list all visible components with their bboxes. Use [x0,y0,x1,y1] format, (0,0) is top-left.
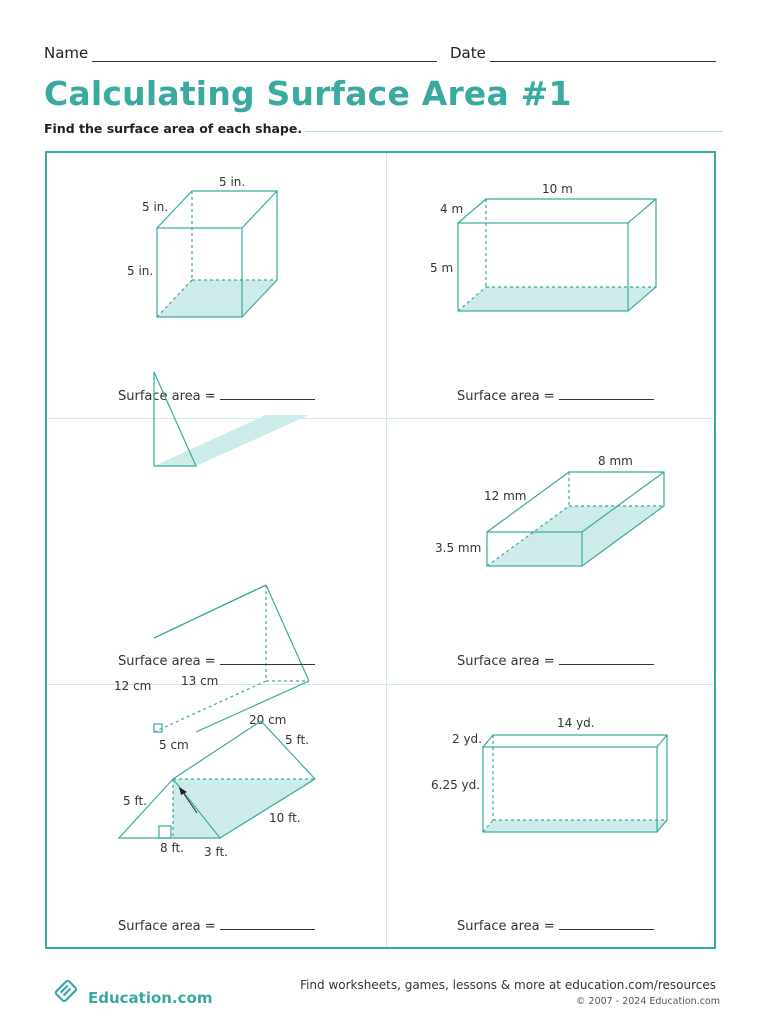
answer-blank[interactable] [558,653,654,665]
flat-prism-figure: 8 mm 12 mm 3.5 mm [435,454,665,567]
isosceles-prism-figure: 5 ft. 5 ft. 10 ft. 8 ft. 3 ft. [117,720,316,859]
dimension-label: 8 ft. [160,841,184,855]
answer-label: Surface area = [118,654,216,669]
answer-line: Surface area = [457,653,654,669]
dimension-label: 10 ft. [269,811,301,825]
answer-blank[interactable] [558,388,654,400]
answer-line: Surface area = [118,918,315,934]
date-label: Date [450,44,486,62]
problem-6: 14 yd. 2 yd. 6.25 yd. Surface area = [386,685,725,951]
dimension-label: 5 in. [142,200,168,214]
dimension-label: 8 mm [598,454,633,468]
date-field[interactable] [490,61,716,62]
answer-label: Surface area = [457,389,555,404]
dimension-label: 3.5 mm [435,541,481,555]
problem-1: 5 in. 5 in. 5 in. Surface area = [47,153,386,419]
grid-divider-horizontal [47,684,714,685]
dimension-label: 10 m [542,182,573,196]
answer-blank[interactable] [558,918,654,930]
grid-divider-horizontal [47,418,714,419]
answer-blank[interactable] [219,388,315,400]
problem-3: 12 cm 13 cm 20 cm 5 cm Surface area = [47,371,386,752]
instructions-rule [305,131,723,132]
answer-line: Surface area = [457,388,654,404]
education-logo-icon [54,979,78,1003]
dimension-label: 14 yd. [557,716,595,730]
rect-prism-figure: 10 m 4 m 5 m [430,182,657,312]
page-title: Calculating Surface Area #1 [44,74,572,113]
dimension-label: 4 m [440,202,463,216]
brand-name[interactable]: Education.com [88,989,213,1007]
dimension-label: 5 cm [159,738,189,752]
dimension-label: 3 ft. [204,845,228,859]
dimension-label: 5 in. [219,175,245,189]
name-label: Name [44,44,89,62]
dimension-label: 5 ft. [123,794,147,808]
triangular-prism-labels: 12 cm 13 cm 20 cm 5 cm [114,674,286,752]
instructions: Find the surface area of each shape. [44,121,303,136]
problem-4: 8 mm 12 mm 3.5 mm Surface area = [386,419,725,685]
dimension-label: 5 m [430,261,453,275]
answer-label: Surface area = [457,919,555,934]
answer-blank[interactable] [219,653,315,665]
dimension-label: 2 yd. [452,732,482,746]
grid-divider-vertical [386,153,387,947]
dimension-label: 5 ft. [285,733,309,747]
dimension-label: 5 in. [127,264,153,278]
dimension-label: 6.25 yd. [431,778,480,792]
problems-grid: 5 in. 5 in. 5 in. Surface area = 10 m 4 … [45,151,716,949]
problem-2: 10 m 4 m 5 m Surface area = [386,153,725,419]
answer-line: Surface area = [118,653,315,669]
triangular-prism-edges [153,584,310,733]
cube-figure: 5 in. 5 in. 5 in. [127,175,278,318]
answer-line: Surface area = [457,918,654,934]
thin-prism-figure: 14 yd. 2 yd. 6.25 yd. [431,716,668,833]
answer-label: Surface area = [118,919,216,934]
name-field[interactable] [92,61,437,62]
footer-link[interactable]: Find worksheets, games, lessons & more a… [300,978,716,992]
answer-label: Surface area = [118,389,216,404]
answer-line: Surface area = [118,388,315,404]
answer-label: Surface area = [457,654,555,669]
dimension-label: 12 cm [114,679,151,693]
dimension-label: 12 mm [484,489,526,503]
problem-5: 5 ft. 5 ft. 10 ft. 8 ft. 3 ft. Surface a… [47,685,386,951]
dimension-label: 13 cm [181,674,218,688]
dimension-label: 20 cm [249,713,286,727]
answer-blank[interactable] [219,918,315,930]
copyright: © 2007 - 2024 Education.com [576,996,720,1007]
